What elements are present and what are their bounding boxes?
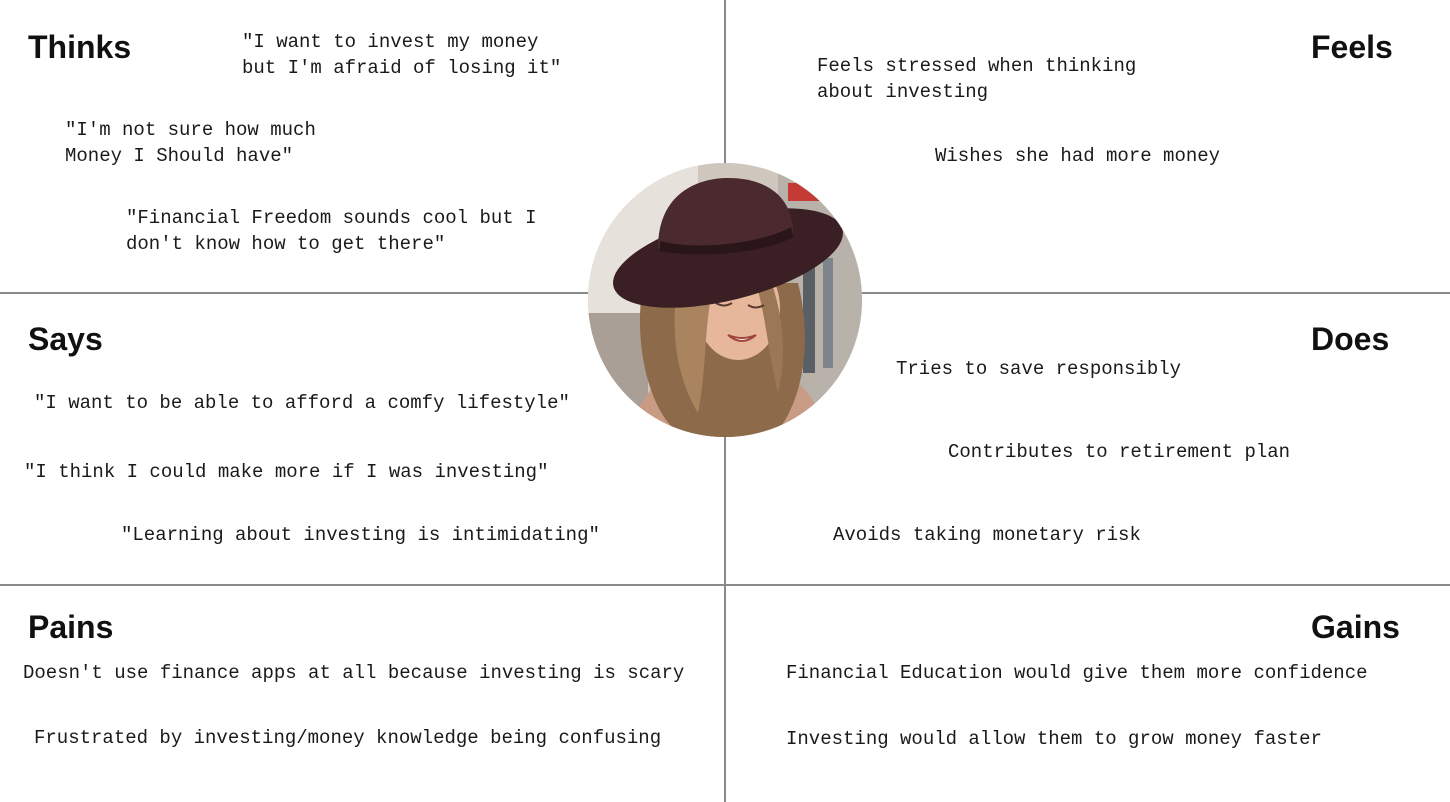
does-note: Contributes to retirement plan	[948, 441, 1291, 463]
says-heading: Says	[28, 321, 103, 357]
feels-note: Wishes she had more money	[935, 145, 1221, 167]
feels-note: Feels stressed when thinking about inves…	[817, 55, 1137, 103]
persona-photo	[588, 163, 862, 437]
gains-note: Investing would allow them to grow money…	[786, 728, 1322, 750]
pains-heading: Pains	[28, 609, 114, 645]
does-note: Avoids taking monetary risk	[833, 524, 1141, 546]
does-heading: Does	[1311, 321, 1390, 357]
gains-heading: Gains	[1311, 609, 1400, 645]
horizontal-divider-bottom	[0, 584, 1450, 586]
says-note: "I want to be able to afford a comfy lif…	[34, 392, 570, 414]
thinks-note: "Financial Freedom sounds cool but I don…	[126, 207, 537, 255]
gains-note: Financial Education would give them more…	[786, 662, 1368, 684]
does-note: Tries to save responsibly	[896, 358, 1182, 380]
persona-illustration	[588, 163, 862, 437]
pains-note: Frustrated by investing/money knowledge …	[34, 727, 662, 749]
thinks-note: "I want to invest my money but I'm afrai…	[242, 31, 562, 79]
says-note: "Learning about investing is intimidatin…	[121, 524, 600, 546]
feels-heading: Feels	[1311, 29, 1393, 65]
says-note: "I think I could make more if I was inve…	[24, 461, 549, 483]
thinks-note: "I'm not sure how much Money I Should ha…	[65, 119, 316, 167]
pains-note: Doesn't use finance apps at all because …	[23, 662, 685, 684]
thinks-heading: Thinks	[28, 29, 132, 65]
